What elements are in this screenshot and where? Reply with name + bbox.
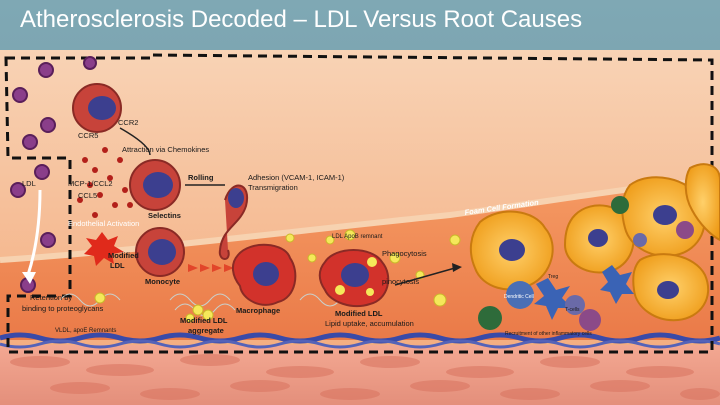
label-t-cells: T-cells <box>565 307 580 313</box>
differentiation-arrows <box>188 264 234 272</box>
label-attraction: Attraction via Chemokines <box>122 145 209 154</box>
label-treg: Treg <box>548 274 558 280</box>
lamina-wave-2 <box>0 339 720 349</box>
label-vldl: VLDL, apoE Remnants <box>55 328 116 334</box>
label-phagocytosis: Phagocytosis <box>382 249 427 258</box>
ldl-arrowhead <box>22 272 36 284</box>
label-adhesion: Adhesion (VCAM-1, ICAM-1) <box>248 173 345 182</box>
diagram-labels: CCR2 CCR5 Attraction via Chemokines MCP-… <box>22 118 592 337</box>
label-monocyte: Monocyte <box>145 277 180 286</box>
label-transmigration: Transmigration <box>248 183 298 192</box>
monocyte-rolling <box>129 159 181 211</box>
label-macrophage: Macrophage <box>236 306 280 315</box>
slide-title: Atherosclerosis Decoded – LDL Versus Roo… <box>20 6 583 33</box>
macrophage-cell <box>232 243 297 306</box>
chemokine-dots <box>77 147 133 218</box>
label-rolling: Rolling <box>188 173 214 182</box>
label-endothelial-activation: Endothelial Activation <box>68 219 139 228</box>
label-ccr5: CCR5 <box>78 131 98 140</box>
dashed-outline <box>4 53 714 354</box>
smooth-muscle-cells <box>10 354 720 400</box>
label-modified-ldl: Modified LDL <box>335 309 383 318</box>
label-modified-ldl-1: Modified <box>108 251 139 260</box>
label-aggregate-2: aggregate <box>188 326 224 335</box>
label-modified-ldl-2: LDL <box>110 261 125 270</box>
ldl-aggregate-dots <box>94 229 461 323</box>
label-pinocytosis: pinocytosis <box>382 277 419 286</box>
label-ldl-apob: LDL ApoB remnant <box>332 234 383 240</box>
macrophage-lipid <box>318 249 390 308</box>
ldl-entry-arrow <box>26 189 42 276</box>
monocyte-attracted <box>72 83 122 133</box>
label-recruitment: Recruitment of other inflammatory cells <box>505 331 592 337</box>
uptake-arrowhead <box>452 263 462 272</box>
internal-elastic-lamina <box>0 332 720 344</box>
label-mcp: MCP-1/CCL2 <box>68 179 113 188</box>
monocyte-intima <box>135 227 185 277</box>
label-retention-1: Retention by <box>30 293 72 302</box>
attraction-arrow <box>119 127 151 156</box>
label-retention-2: binding to proteoglycans <box>22 304 104 313</box>
label-selectins: Selectins <box>148 211 181 220</box>
label-dendritic: Dendritic Cell <box>504 294 534 300</box>
ldl-particles <box>10 56 97 293</box>
label-ldl: LDL <box>22 179 36 188</box>
activation-burst-icon <box>84 232 124 266</box>
uptake-arrow <box>394 267 456 286</box>
label-aggregate-1: Modified LDL <box>180 316 228 325</box>
label-ccr2: CCR2 <box>118 118 138 127</box>
label-lipid-uptake: Lipid uptake, accumulation <box>325 319 414 328</box>
label-ccl5: CCL5 <box>78 191 97 200</box>
monocyte-transmigrating <box>218 184 249 260</box>
immune-cells <box>478 196 694 331</box>
